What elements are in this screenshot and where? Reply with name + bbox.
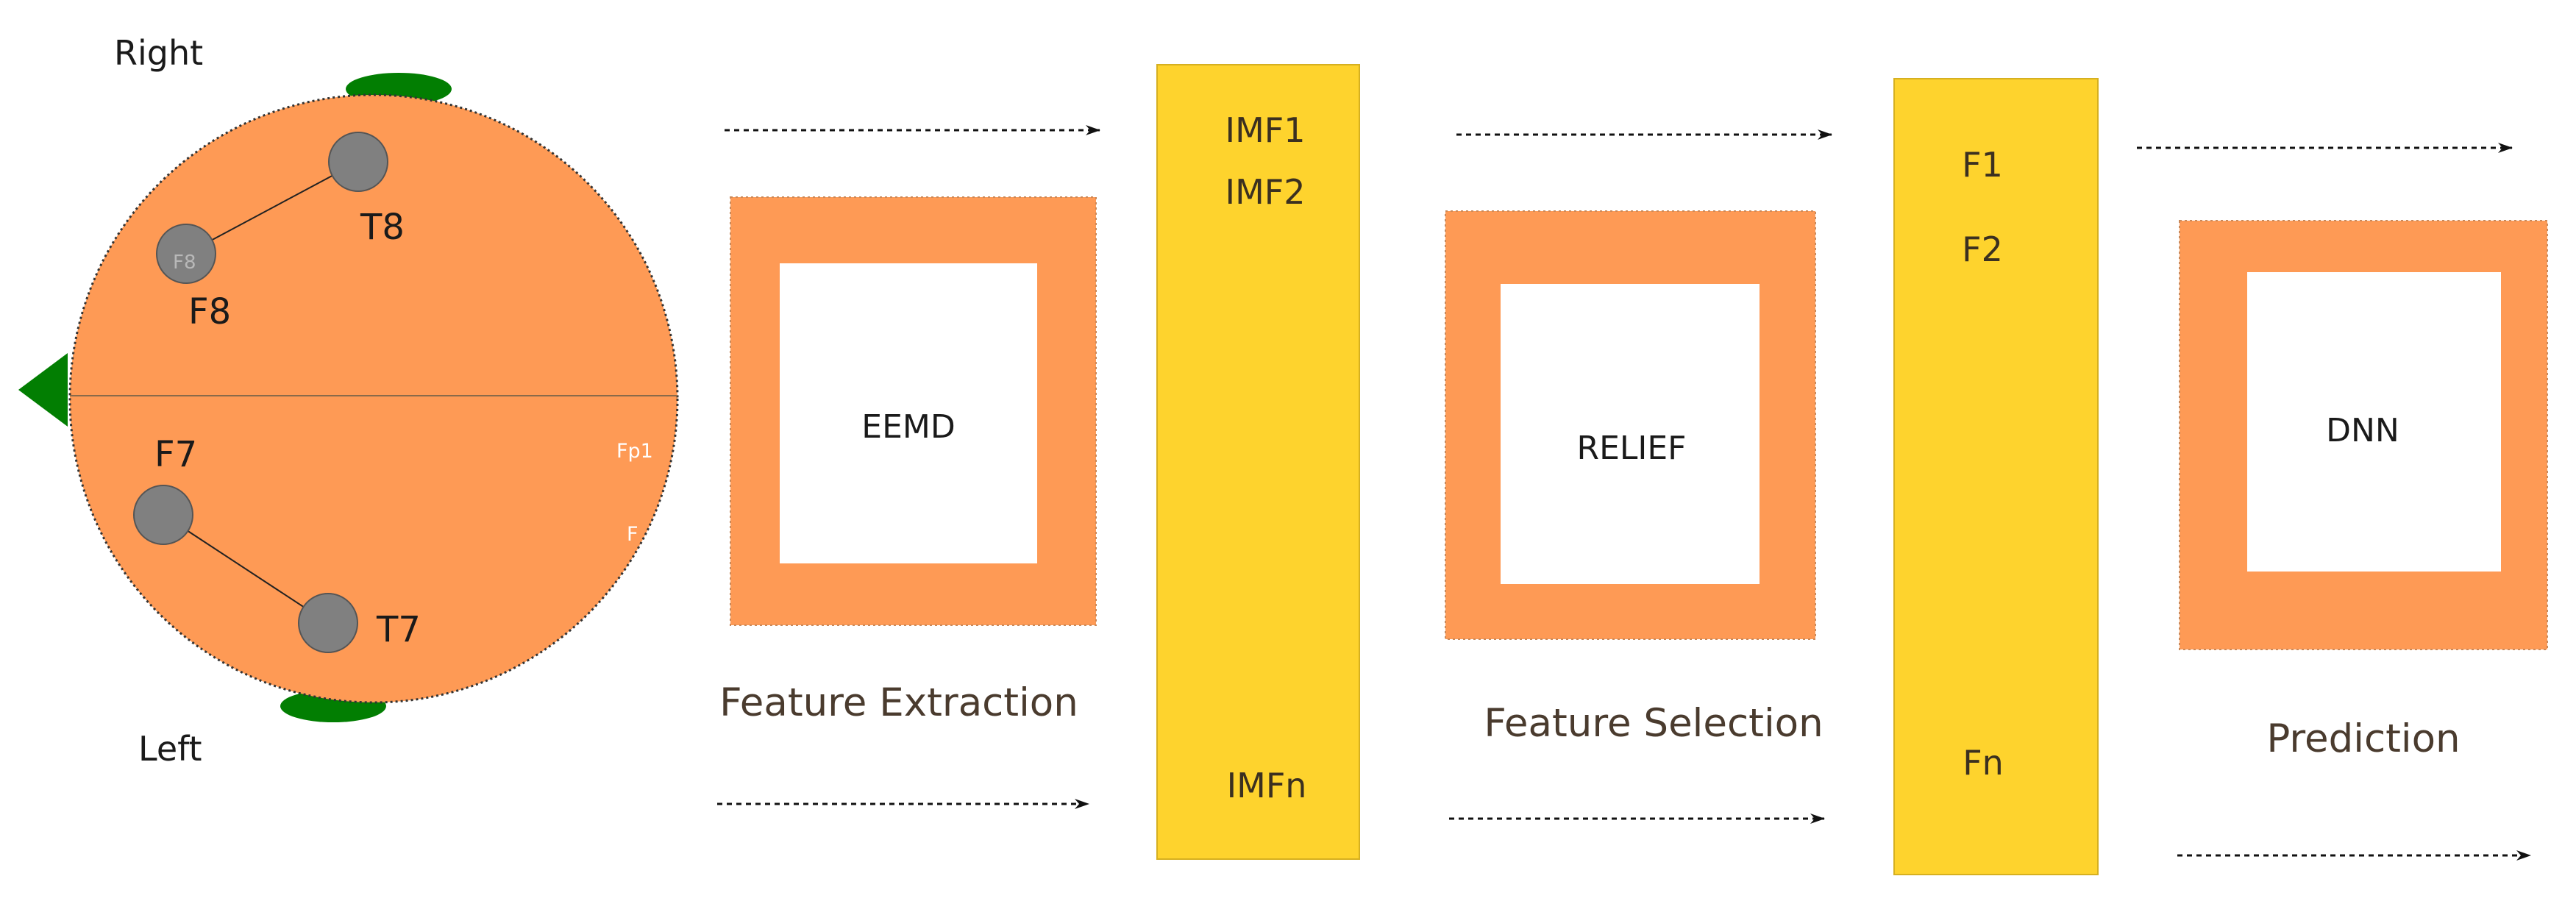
imfn-label: IMFn [1227, 766, 1307, 805]
right-label: Right [114, 33, 203, 73]
flow-arrows [717, 125, 2531, 861]
f7-label: F7 [154, 434, 197, 475]
t7-label: T7 [376, 609, 421, 650]
nose-marker [18, 353, 68, 427]
electrode-f7 [133, 485, 193, 545]
left-label: Left [138, 729, 202, 769]
f1-label: F1 [1962, 145, 2003, 185]
eemd-block: EEMD [730, 196, 1097, 626]
f-edge-label: F [627, 523, 638, 546]
t8-f8-connection [185, 161, 359, 254]
dnn-block: DNN [2179, 220, 2548, 650]
f7-t7-connection [163, 514, 329, 624]
feature-extraction-caption: Feature Extraction [719, 680, 1078, 725]
dnn-label: DNN [2326, 412, 2399, 449]
fn-label: Fn [1963, 743, 2004, 783]
imf1-label: IMF1 [1225, 110, 1306, 150]
electrode-t8 [328, 132, 388, 192]
eemd-label: EEMD [861, 408, 955, 446]
prediction-caption: Prediction [2266, 716, 2460, 761]
f8-inner-label: F8 [173, 252, 196, 274]
imf2-label: IMF2 [1225, 172, 1306, 212]
electrode-t7 [298, 593, 358, 653]
f2-label: F2 [1962, 229, 2003, 269]
imf-bar: IMF1 IMF2 IMFn [1156, 64, 1360, 860]
head-circle [68, 93, 679, 704]
electrode-f8 [156, 224, 216, 284]
fp1-label: Fp1 [616, 440, 653, 463]
relief-block: RELIEF [1445, 210, 1816, 640]
relief-label: RELIEF [1577, 430, 1687, 467]
f8-label: F8 [188, 291, 231, 332]
t8-label: T8 [360, 207, 405, 248]
head-diagram: F8 Fp1 F T8 F8 F7 T7 Right Left [18, 33, 679, 769]
feature-selection-caption: Feature Selection [1484, 701, 1823, 746]
feature-bar: F1 F2 Fn [1893, 78, 2099, 875]
